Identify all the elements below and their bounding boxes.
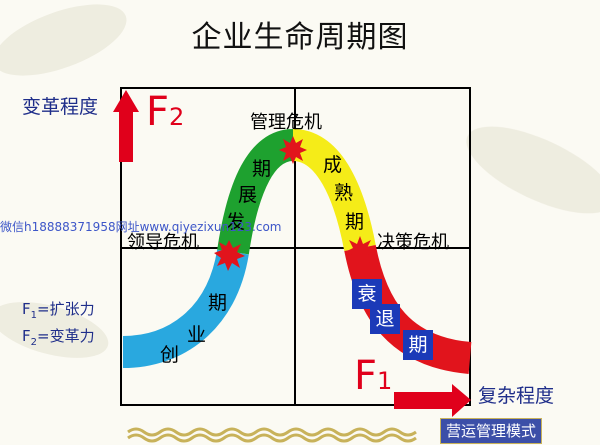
footer-brand-badge: 营运管理模式 <box>440 418 542 444</box>
legend-f1: F1=扩张力 <box>22 298 95 321</box>
f1-arrow <box>394 384 471 417</box>
startup-segment <box>122 248 249 368</box>
background-leaf-decoration <box>0 4 600 358</box>
leadership-crisis-label: 领导危机 <box>127 232 199 253</box>
management-crisis-burst <box>279 136 307 164</box>
decision-crisis-label: 决策危机 <box>377 232 449 253</box>
f2-arrow <box>113 90 139 162</box>
f1-subscript: 1 <box>377 367 393 395</box>
legend-f2-text: =变革力 <box>37 327 95 345</box>
growth-char-3: 期 <box>252 158 272 180</box>
startup-char-1: 创 <box>160 344 180 366</box>
f2-label: F2 <box>146 92 184 132</box>
legend-f2-letter: F <box>22 327 31 345</box>
f1-label: F1 <box>354 356 392 396</box>
y-axis-label: 变革程度 <box>22 96 99 118</box>
startup-char-3: 期 <box>208 292 228 314</box>
decline-char-2: 退 <box>370 304 400 334</box>
legend-f1-subscript: 1 <box>30 310 38 321</box>
decline-char-3: 期 <box>403 330 433 360</box>
growth-char-2: 展 <box>238 184 258 206</box>
x-axis-label: 复杂程度 <box>478 385 555 407</box>
management-crisis-label: 管理危机 <box>250 112 322 133</box>
growth-segment <box>217 129 295 255</box>
growth-char-1: 发 <box>226 211 246 233</box>
maturity-char-2: 熟 <box>334 182 354 204</box>
f1-letter: F <box>354 353 378 399</box>
maturity-char-3: 期 <box>345 211 365 233</box>
startup-char-2: 业 <box>187 324 207 346</box>
f2-letter: F <box>146 89 170 135</box>
legend-f1-text: =扩张力 <box>37 300 95 318</box>
footer-wave-decoration <box>127 427 417 443</box>
maturity-segment <box>291 129 376 252</box>
maturity-char-1: 成 <box>323 154 343 176</box>
decision-crisis-burst <box>345 236 375 267</box>
legend-f2: F2=变革力 <box>22 325 95 348</box>
legend-f2-subscript: 2 <box>30 337 38 348</box>
leadership-crisis-burst <box>214 240 245 271</box>
legend-f1-letter: F <box>22 300 31 318</box>
diagram-title: 企业生命周期图 <box>191 20 409 55</box>
watermark-text: 微信h18888371958网址www.qiyezixun123.com <box>0 220 282 234</box>
f2-subscript: 2 <box>169 103 185 131</box>
